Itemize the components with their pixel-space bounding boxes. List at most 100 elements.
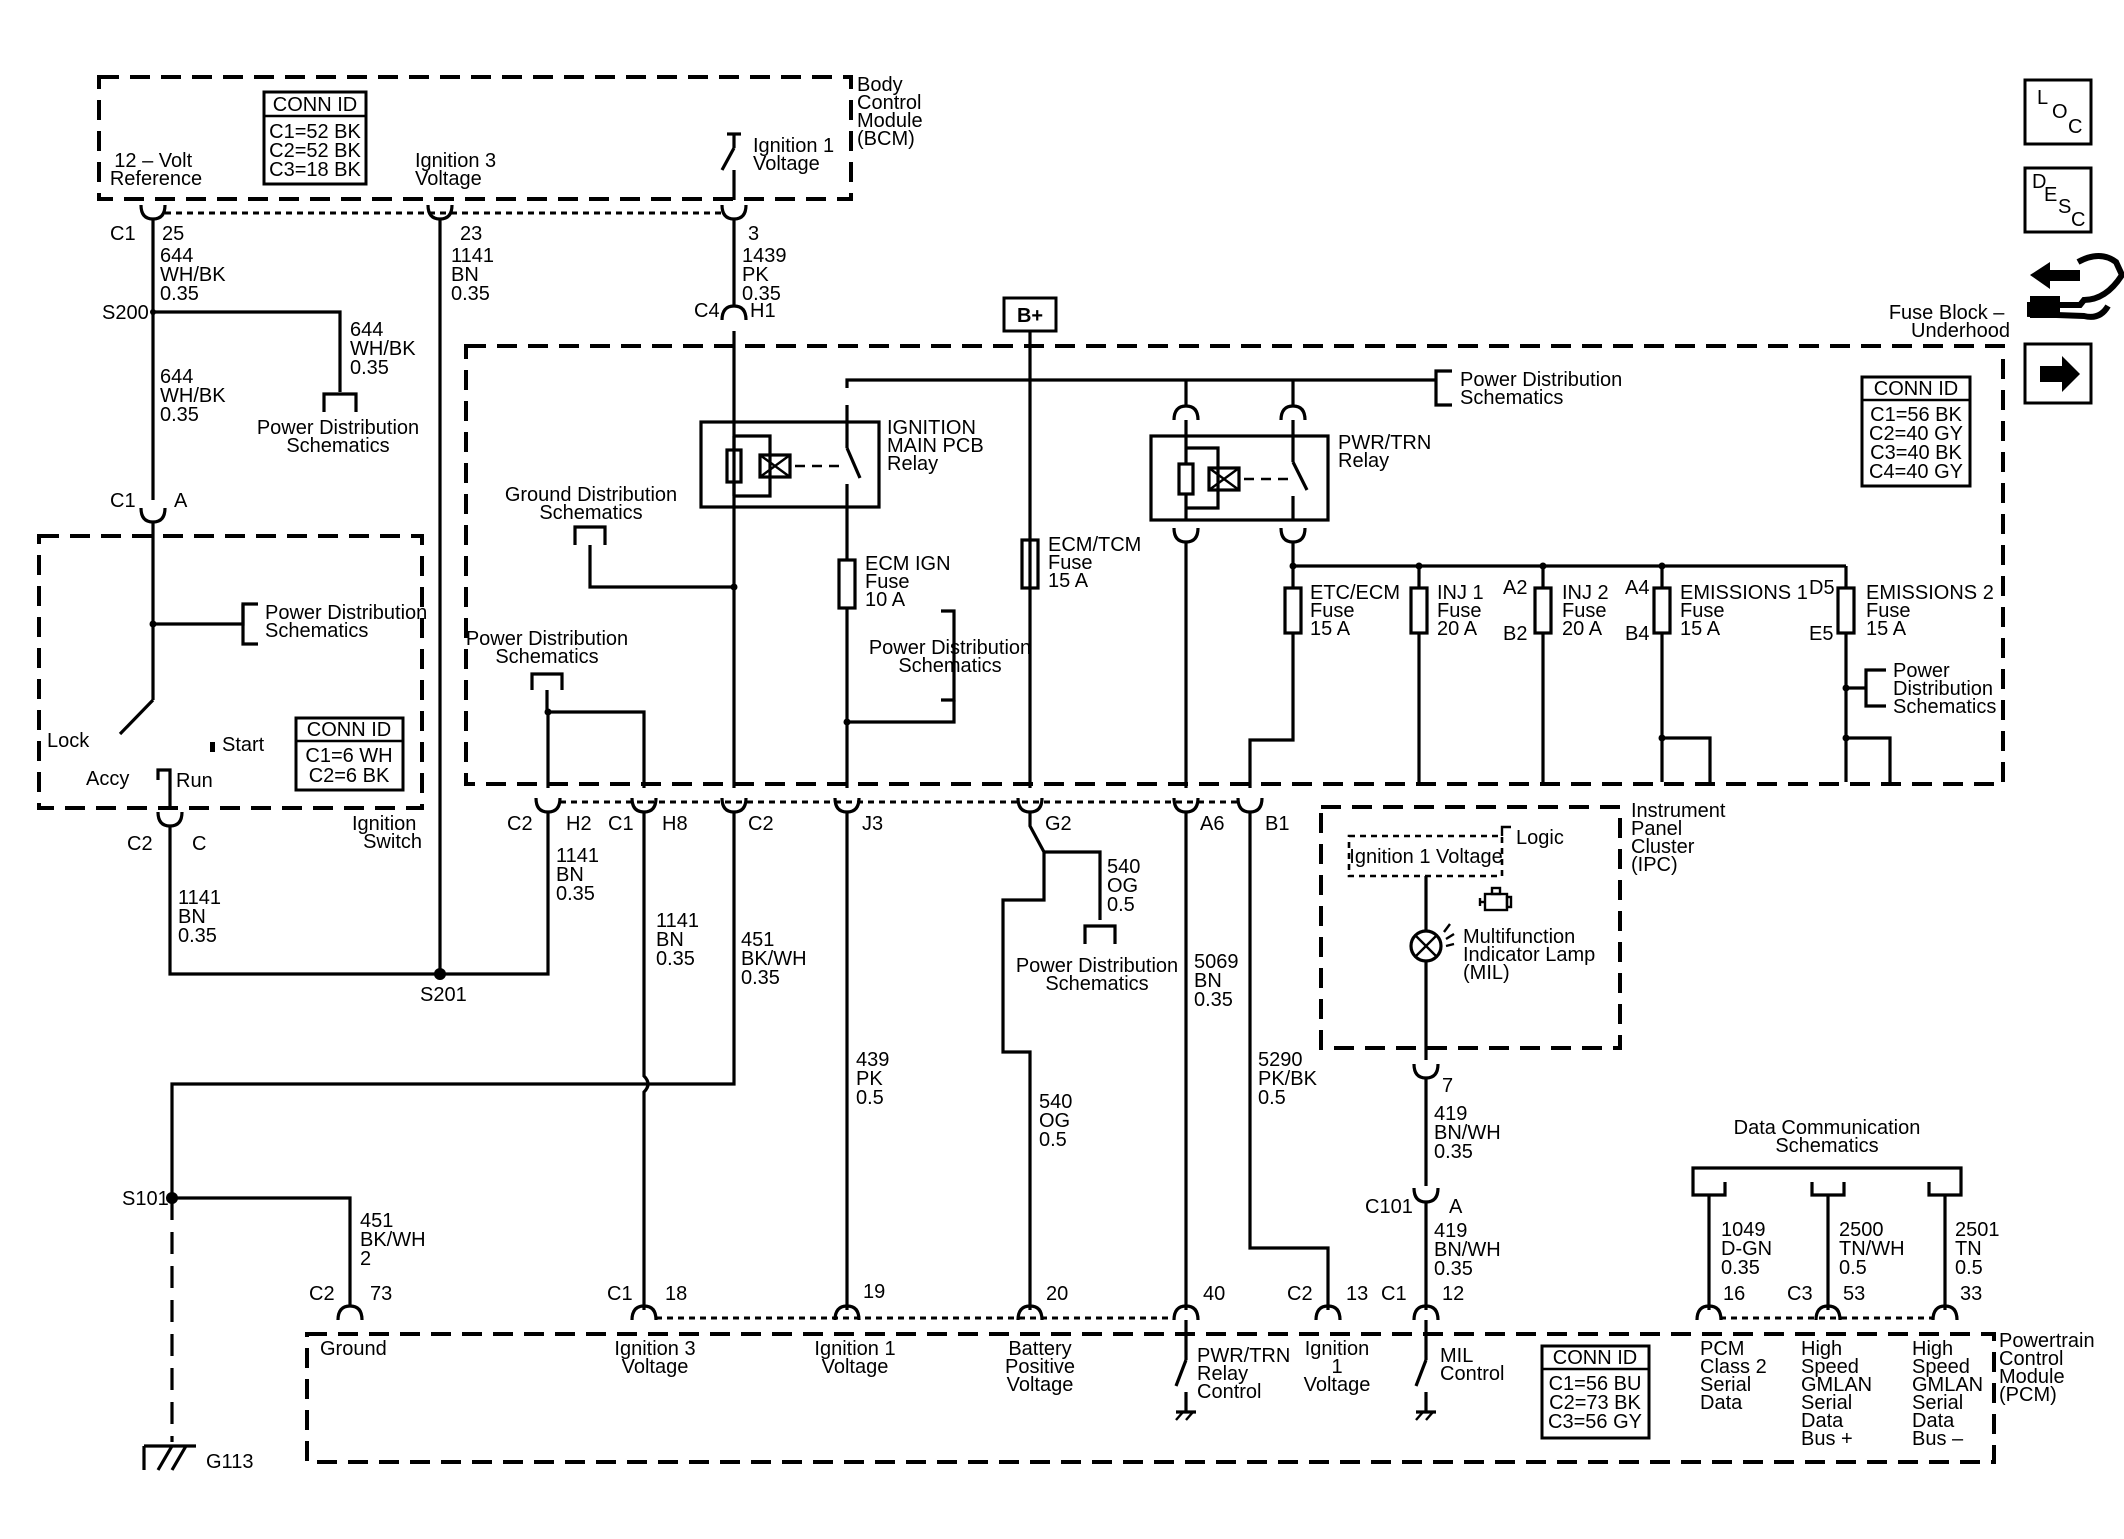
ignswitch-c1-pinA-connector: [139, 506, 167, 524]
wire-label-1439: 1439 PK 0.35: [742, 245, 792, 305]
svg-text:CONN ID: CONN ID: [1553, 1347, 1637, 1369]
pcm-c2-pin73-connector: [336, 1304, 364, 1322]
svg-text:C3=18 BK: C3=18 BK: [269, 159, 361, 181]
desc-icon[interactable]: D E S C: [2023, 166, 2093, 234]
pin-12-label: 12: [1442, 1283, 1464, 1305]
svg-text:CONN ID: CONN ID: [307, 719, 391, 741]
wire-label-451-c2: 451 BK/WH 0.35: [741, 929, 812, 989]
fb-c1-h8-connector: [630, 796, 658, 814]
pin-G2-label: G2: [1045, 813, 1072, 835]
ignswitch-c2-label: C2: [127, 833, 153, 855]
svg-text:A2: A2: [1503, 577, 1527, 599]
fuse-block-label: Fuse Block – Underhood: [1889, 302, 2010, 342]
harness-icon[interactable]: [2027, 253, 2124, 320]
svg-text:C3=56 GY: C3=56 GY: [1548, 1411, 1642, 1433]
mil-lamp-icon: [1409, 923, 1455, 963]
conn-id-table-pcm: CONN ID C1=56 BU C2=73 BK C3=56 GY: [1540, 1344, 1651, 1440]
svg-text:C1=56 BK: C1=56 BK: [1870, 404, 1962, 426]
pin-13-label: 13: [1346, 1283, 1368, 1305]
next-arrow-icon[interactable]: [2023, 342, 2093, 405]
fb-j3-connector: [833, 796, 861, 814]
bplus-bus-top: [845, 378, 1436, 388]
svg-text:C2=6 BK: C2=6 BK: [309, 765, 390, 787]
ipc-label: Instrument Panel Cluster (IPC): [1631, 800, 1731, 876]
wire-451-s101-to-pcm: [172, 1196, 352, 1306]
svg-text:C3=40 BK: C3=40 BK: [1870, 442, 1962, 464]
ignswitch-c2-pinC-connector: [156, 810, 184, 828]
svg-text:D5: D5: [1809, 577, 1835, 599]
fuse-block-c4-label: C4: [694, 300, 720, 322]
bcm-c1-pin25-connector: [139, 203, 167, 221]
wire-label-644-a: 644 WH/BK 0.35: [160, 245, 231, 305]
pin-25-label: 25: [162, 223, 184, 245]
svg-text:B2: B2: [1503, 623, 1527, 645]
pin-B1-label: B1: [1265, 813, 1289, 835]
loc-icon[interactable]: L O C: [2023, 78, 2093, 146]
wire-label-540-pcm: 540 OG 0.5: [1039, 1091, 1078, 1151]
ignition-switch-label: Ignition Switch: [352, 813, 422, 853]
wire-label-419-a: 419 BN/WH 0.35: [1434, 1103, 1506, 1163]
ignition-switch-outline: [37, 534, 424, 810]
wire-1141-h8-to-pcm: [642, 812, 650, 1310]
wire-540-g2-to-pcm: [1001, 812, 1046, 1310]
bcm-label: Body Control Module (BCM): [857, 74, 928, 150]
pin-73-label: 73: [370, 1283, 392, 1305]
svg-text:CONN ID: CONN ID: [1874, 378, 1958, 400]
fuse-block-c4-h1-connector: [720, 304, 748, 322]
wire-label-5069: 5069 BN 0.35: [1194, 951, 1244, 1011]
pin-H8-label: H8: [662, 813, 688, 835]
wire-label-644-b: 644 WH/BK 0.35: [350, 319, 421, 379]
bcm-ignition3-label: Ignition 3 Voltage: [415, 150, 502, 190]
wire-540-g2-to-ref: [1044, 850, 1102, 920]
ignition-switch-mechanism: Start Lock Accy Run: [47, 522, 265, 808]
pin-J3-label: J3: [862, 813, 883, 835]
svg-text:C2=52 BK: C2=52 BK: [269, 140, 361, 162]
conn-id-table-bcm: CONN ID C1=52 BK C2=52 BK C3=18 BK: [262, 90, 368, 186]
svg-text:C4=40 GY: C4=40 GY: [1869, 461, 1963, 483]
pin-7-label: 7: [1442, 1075, 1453, 1097]
fb-a6-connector: [1172, 796, 1200, 814]
wire-5290: [1248, 812, 1330, 1310]
wire-label-1141-h2: 1141 BN 0.35: [556, 845, 605, 905]
pcm-c1-label-a: C1: [607, 1283, 633, 1305]
bcm-12v-reference-label: 12 – Volt Reference: [110, 150, 202, 190]
svg-text:Lock: Lock: [47, 730, 90, 752]
svg-text:A4: A4: [1625, 577, 1649, 599]
pcm-c1-label-b: C1: [1381, 1283, 1407, 1305]
fb-b1-connector: [1236, 796, 1264, 814]
svg-text:G113: G113: [206, 1451, 253, 1473]
pin-C-label: C: [192, 833, 206, 855]
ipc-logic-box: Ignition 1 Voltage Logic: [1347, 825, 1564, 878]
wire-451-c2-to-s101: [170, 812, 736, 1198]
svg-text:C2=40 GY: C2=40 GY: [1869, 423, 1963, 445]
conn-id-table-ignition-switch: CONN ID C1=6 WH C2=6 BK: [294, 716, 405, 792]
